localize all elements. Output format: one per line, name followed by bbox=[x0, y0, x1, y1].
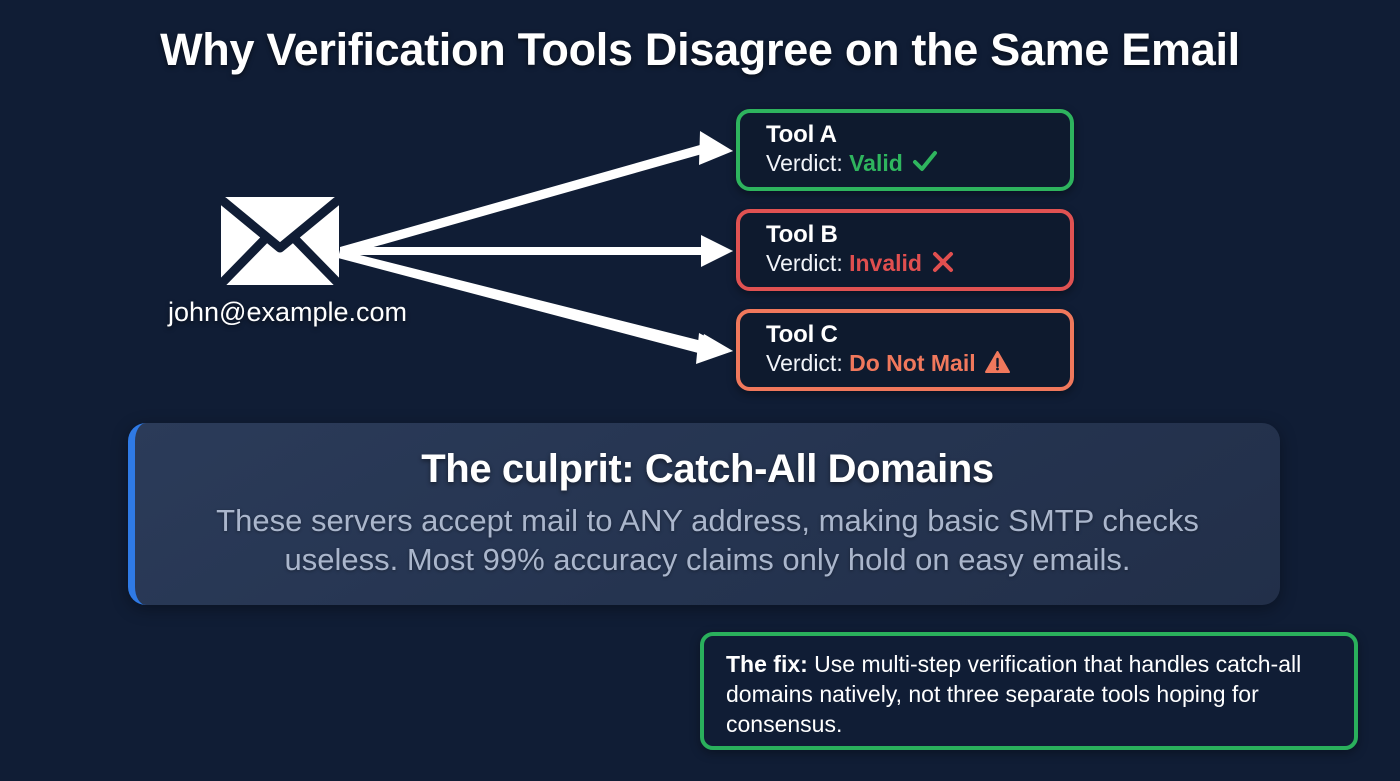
culprit-body: These servers accept mail to ANY address… bbox=[216, 503, 1199, 577]
verdict-label-a: Verdict: bbox=[766, 150, 843, 176]
culprit-panel: The culprit: Catch-All Domains These ser… bbox=[128, 423, 1280, 605]
arrow-to-tool-b bbox=[340, 235, 733, 267]
verdict-label-b: Verdict: bbox=[766, 250, 843, 276]
source-email-address: john@example.com bbox=[168, 297, 408, 327]
arrow-to-tool-c bbox=[338, 250, 733, 364]
page-title: Why Verification Tools Disagree on the S… bbox=[160, 24, 1240, 75]
tool-card-b[interactable]: Tool B Verdict: Invalid bbox=[736, 209, 1074, 291]
culprit-heading: The culprit: Catch-All Domains bbox=[421, 447, 994, 491]
tool-name-b: Tool B bbox=[766, 221, 838, 248]
tool-verdict-b: Verdict: Invalid bbox=[766, 248, 1070, 278]
verdict-value-c: Do Not Mail bbox=[849, 350, 976, 376]
check-icon bbox=[912, 150, 938, 176]
fix-text: The fix: Use multi-step verification tha… bbox=[726, 649, 1336, 739]
tool-card-a[interactable]: Tool A Verdict: Valid bbox=[736, 109, 1074, 191]
fix-callout-box: The fix: Use multi-step verification tha… bbox=[700, 632, 1358, 750]
envelope-icon bbox=[220, 196, 340, 286]
warning-triangle-icon bbox=[985, 350, 1010, 376]
fix-body: Use multi-step verification that handles… bbox=[726, 651, 1302, 737]
verdict-value-a: Valid bbox=[849, 150, 903, 176]
verdict-label-c: Verdict: bbox=[766, 350, 843, 376]
source-email-group: john@example.com bbox=[168, 196, 408, 341]
arrow-to-tool-a bbox=[340, 131, 733, 256]
tool-name-a: Tool A bbox=[766, 121, 837, 148]
tool-verdict-c: Verdict: Do Not Mail bbox=[766, 348, 1070, 378]
tool-name-c: Tool C bbox=[766, 321, 838, 348]
tool-card-c[interactable]: Tool C Verdict: Do Not Mail bbox=[736, 309, 1074, 391]
verdict-value-b: Invalid bbox=[849, 250, 922, 276]
fix-label: The fix: bbox=[726, 651, 808, 677]
tool-verdict-a: Verdict: Valid bbox=[766, 148, 1070, 178]
cross-icon bbox=[931, 250, 955, 276]
